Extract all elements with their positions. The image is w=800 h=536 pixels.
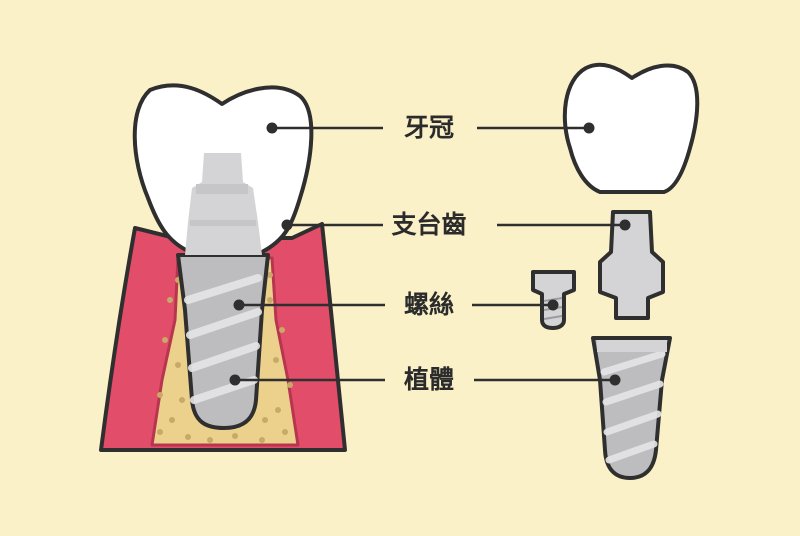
implant-part-collar — [597, 340, 667, 352]
label-implant: 植體 — [403, 365, 454, 394]
dot-implant-right — [609, 374, 621, 386]
label-screw: 螺絲 — [403, 290, 454, 319]
dot-crown-left — [266, 122, 278, 134]
assembled-tooth — [99, 83, 347, 452]
label-abutment: 支台齒 — [391, 210, 467, 239]
crown-part — [562, 62, 700, 194]
label-crown: 牙冠 — [403, 113, 454, 142]
abutment-assembled — [185, 153, 262, 255]
bone-dots — [157, 272, 293, 443]
implant-part-threads — [600, 350, 666, 464]
dot-crown-right — [583, 122, 595, 134]
abutment-part — [598, 210, 665, 320]
dot-abutment-left — [281, 219, 293, 231]
abutment-band-1 — [196, 184, 248, 194]
dot-screw-left — [233, 299, 245, 311]
exploded-parts — [531, 62, 700, 480]
implant-threads — [184, 274, 262, 404]
dot-abutment-right — [619, 219, 631, 231]
abutment-band-2 — [190, 220, 256, 226]
dot-implant-left — [229, 374, 241, 386]
leader-lines — [229, 122, 631, 386]
dot-screw-right — [547, 299, 559, 311]
